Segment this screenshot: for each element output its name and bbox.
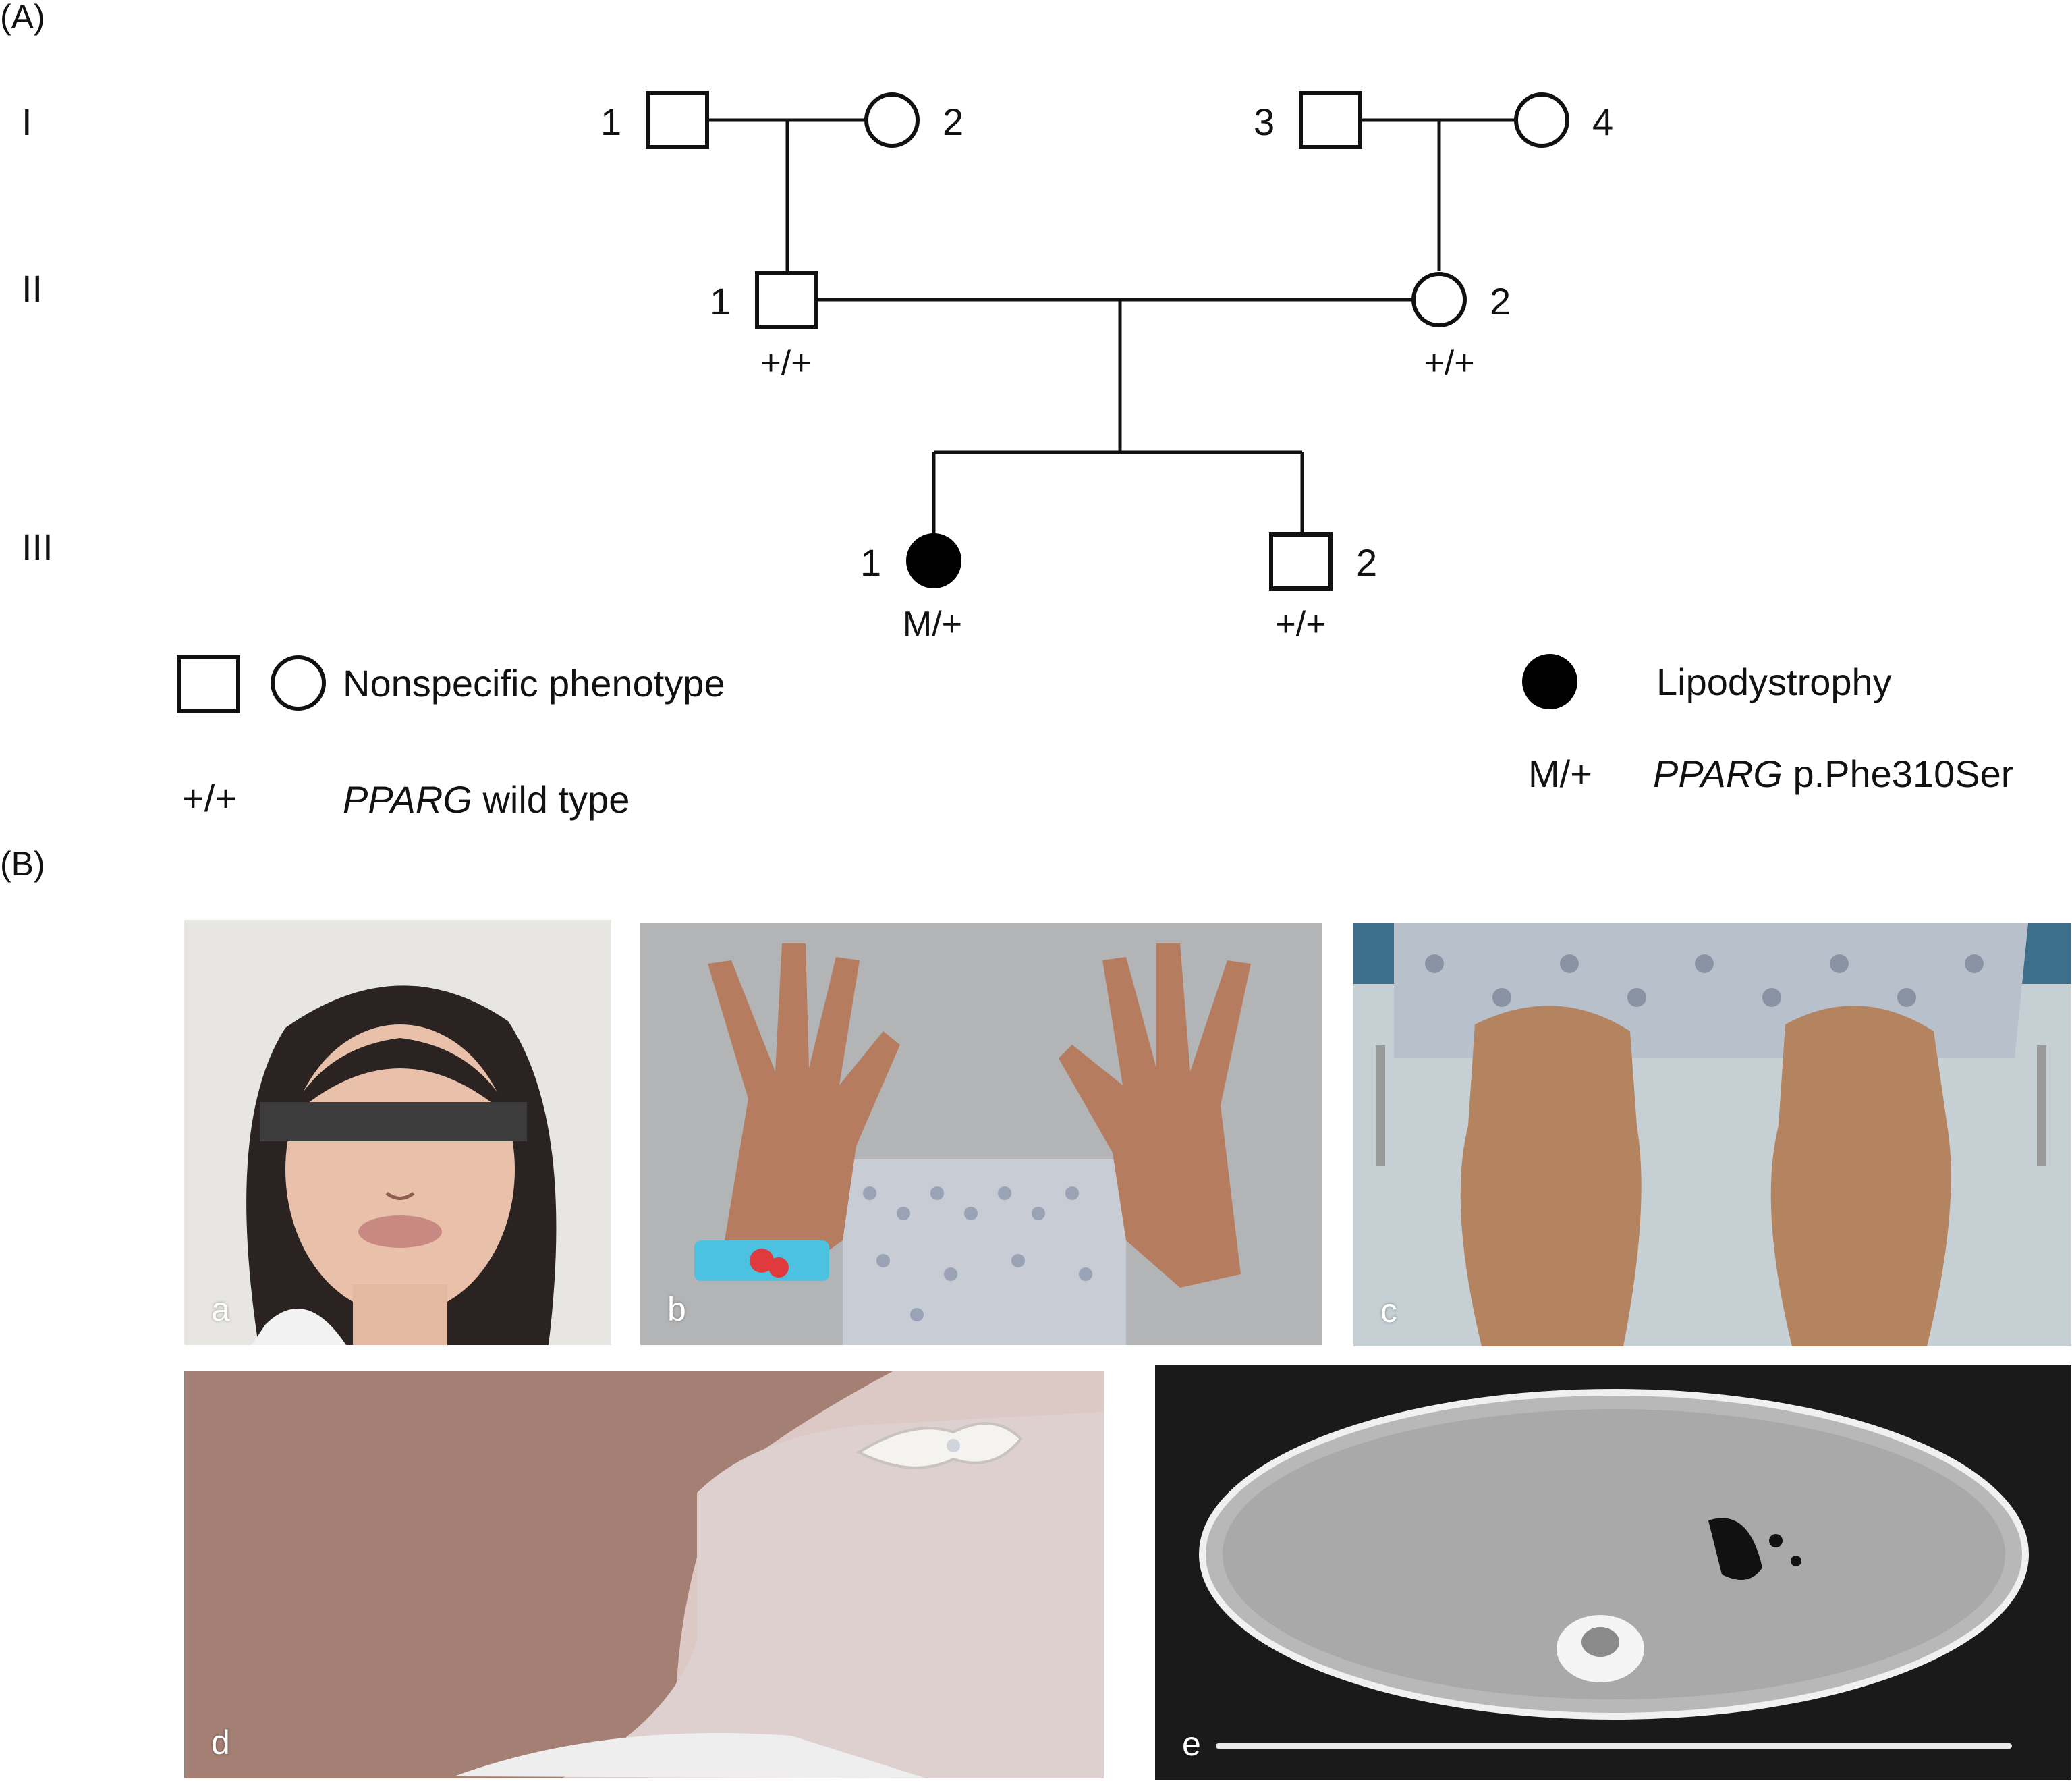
- eye-privacy-bar: [260, 1102, 527, 1141]
- female-symbol-II2: [1411, 272, 1467, 327]
- genotype-II2: +/+: [1424, 344, 1474, 383]
- individual-number-I3: 3: [1254, 101, 1275, 143]
- generation-label-III: III: [22, 526, 53, 568]
- legend-mut-description: p.Phe310Ser: [1783, 752, 2013, 795]
- male-symbol-III2: [1269, 532, 1333, 591]
- individual-number-I1: 1: [600, 101, 621, 143]
- legend-mut-text: PPARG p.Phe310Ser: [1653, 752, 2013, 795]
- individual-number-III1: 1: [860, 541, 881, 584]
- photo-letter-b: b: [667, 1290, 686, 1328]
- legend-mut-gene: PPARG: [1653, 752, 1783, 795]
- photo-letter-d: d: [211, 1724, 230, 1761]
- individual-number-II2: 2: [1490, 280, 1511, 323]
- individual-number-I2: 2: [943, 101, 963, 143]
- legs-illustration: [1353, 923, 2071, 1346]
- legend-wt-symbol: +/+: [182, 777, 237, 819]
- legend-circle-symbol: [271, 655, 326, 711]
- generation-label-II: II: [22, 267, 43, 310]
- male-symbol-I1: [646, 91, 709, 149]
- affected-female-symbol-III1: [906, 533, 961, 588]
- panel-label-b: (B): [0, 845, 45, 883]
- legend-wt-text: PPARG wild type: [343, 778, 629, 821]
- genotype-II1: +/+: [760, 344, 811, 383]
- individual-number-III2: 2: [1356, 541, 1377, 584]
- female-symbol-I4: [1514, 92, 1569, 148]
- hands-illustration: [694, 943, 1251, 1345]
- individual-number-II1: 1: [710, 280, 731, 323]
- axilla-illustration: [184, 1371, 1104, 1778]
- legend-square-symbol: [177, 655, 240, 713]
- photo-hands: b: [640, 923, 1322, 1345]
- legend-wt-gene: PPARG: [343, 778, 472, 821]
- female-symbol-I2: [864, 92, 920, 148]
- legend-filled-circle-symbol: [1522, 654, 1577, 709]
- photo-axilla: d: [184, 1371, 1104, 1778]
- photo-face: a: [184, 920, 611, 1345]
- photo-letter-a: a: [211, 1290, 230, 1328]
- panel-label-a: (A): [0, 0, 45, 36]
- legend-nonspecific-label: Nonspecific phenotype: [343, 662, 725, 705]
- male-symbol-II1: [755, 271, 818, 329]
- pedigree-chart: I II III 1 2 3 4 1 2 1 2 +/+ +/+ M/+ +/+…: [22, 91, 2013, 821]
- photo-letter-e: e: [1182, 1725, 1201, 1763]
- genotype-III2: +/+: [1275, 605, 1326, 644]
- genotype-III1: M/+: [903, 605, 962, 644]
- photo-legs: c: [1353, 923, 2071, 1346]
- legend-wt-description: wild type: [472, 778, 629, 821]
- legend-mut-symbol: M/+: [1528, 752, 1592, 795]
- legend-lipodystrophy-label: Lipodystrophy: [1656, 661, 1892, 703]
- face-illustration: [246, 985, 557, 1345]
- photo-ct-scan: e: [1155, 1365, 2071, 1780]
- individual-number-I4: 4: [1592, 101, 1613, 143]
- photo-letter-c: c: [1380, 1292, 1397, 1330]
- male-symbol-I3: [1299, 91, 1362, 149]
- generation-label-I: I: [22, 101, 32, 143]
- ct-scan-illustration: [1199, 1389, 2029, 1749]
